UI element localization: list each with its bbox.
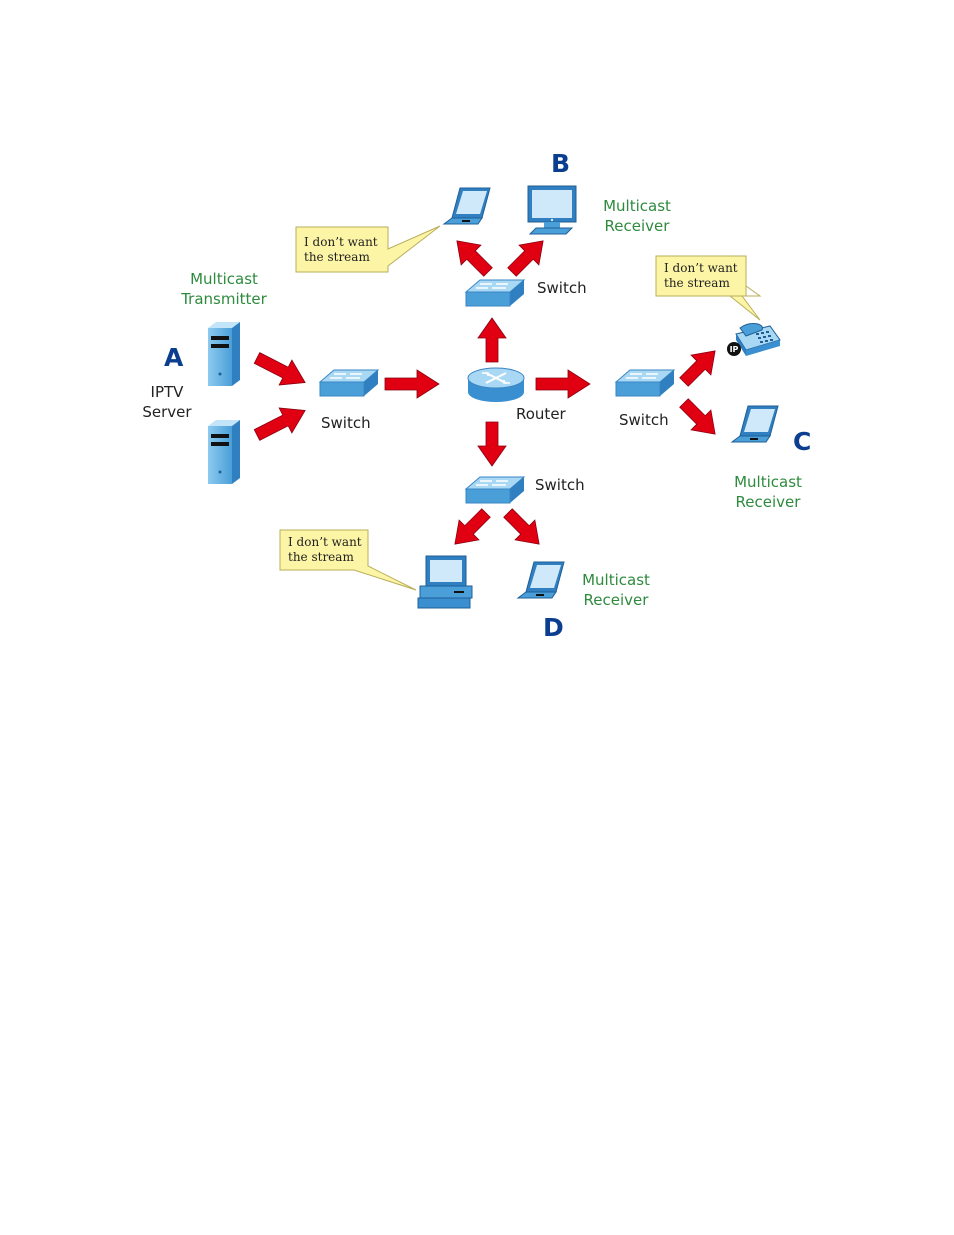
server-icon <box>208 420 240 484</box>
router-icon <box>468 368 524 402</box>
callout-b-line2: the stream <box>304 250 370 264</box>
ip-badge-text: IP <box>730 345 739 354</box>
arrow-icon <box>498 503 549 554</box>
arrow-icon <box>674 393 725 444</box>
letter-b: B <box>551 149 570 178</box>
arrow-icon <box>445 503 496 554</box>
arrow-icon <box>251 346 312 395</box>
receiver-c-label-1: Multicast <box>734 473 802 491</box>
receiver-c-label-2: Receiver <box>736 493 802 511</box>
switch-top-label: Switch <box>537 279 587 297</box>
transmitter-label-1: Multicast <box>190 270 258 288</box>
arrow-icon <box>251 398 312 447</box>
switch-bottom-label: Switch <box>535 476 585 494</box>
callout-d-line1: I don’t want <box>288 535 362 549</box>
ip-phone-icon: IP <box>727 324 780 357</box>
arrow-icon <box>674 341 725 392</box>
arrow-icon <box>478 318 506 362</box>
callout-b: I don’t want the stream <box>296 226 440 272</box>
server-icon <box>208 322 240 386</box>
arrow-icon <box>502 231 553 282</box>
callout-c-line2: the stream <box>664 276 730 290</box>
callout-c: I don’t want the stream <box>656 256 760 320</box>
receiver-d-label-2: Receiver <box>584 591 650 609</box>
laptop-icon <box>444 188 490 224</box>
receiver-d-label-1: Multicast <box>582 571 650 589</box>
letter-d: D <box>543 613 564 642</box>
receiver-b-label-1: Multicast <box>603 197 671 215</box>
letter-a: A <box>164 343 184 372</box>
receiver-b-label-2: Receiver <box>605 217 671 235</box>
laptop-icon <box>732 406 778 442</box>
switch-right-label: Switch <box>619 411 669 429</box>
transmitter-label-2: Transmitter <box>180 290 267 308</box>
switch-icon <box>320 370 378 396</box>
laptop-icon <box>518 562 564 598</box>
switch-left-label: Switch <box>321 414 371 432</box>
iptv-label-2: Server <box>142 403 192 421</box>
callout-d-line2: the stream <box>288 550 354 564</box>
arrow-icon <box>536 370 590 398</box>
switch-icon <box>466 477 524 503</box>
switch-icon <box>616 370 674 396</box>
desktop-computer-icon <box>418 556 472 608</box>
callout-d: I don’t want the stream <box>280 530 416 590</box>
arrow-icon <box>447 231 498 282</box>
desktop-monitor-icon <box>528 186 576 234</box>
router-label: Router <box>516 405 567 423</box>
callout-c-line1: I don’t want <box>664 261 738 275</box>
arrow-icon <box>478 422 506 466</box>
arrow-icon <box>385 370 439 398</box>
letter-c: C <box>793 427 811 456</box>
iptv-label-1: IPTV <box>151 383 185 401</box>
callout-b-line1: I don’t want <box>304 235 378 249</box>
switch-icon <box>466 280 524 306</box>
